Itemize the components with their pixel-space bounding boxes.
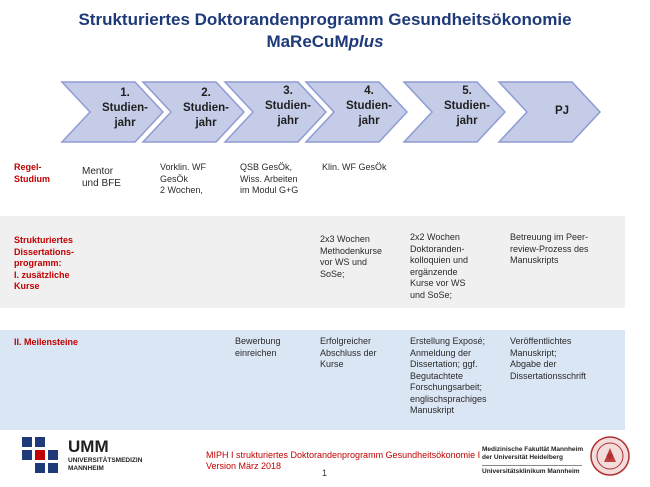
- timeline-arrows: [60, 81, 602, 143]
- page-subtitle: MaReCuMplus: [266, 32, 384, 51]
- arrow-pj: [497, 81, 602, 143]
- arrow-year-1: [60, 81, 165, 143]
- band-meilensteine: [0, 330, 625, 430]
- arrow-label-5: 5.Studien-jahr: [444, 85, 490, 127]
- arrow-year-4: [304, 81, 409, 143]
- arrow-label-pj: PJ: [554, 105, 570, 117]
- arrow-year-3: [223, 81, 328, 143]
- arrow-label-3: 3.Studien-jahr: [265, 85, 311, 127]
- arrow-year-5: [402, 81, 507, 143]
- clinic-label: Universitätsklinikum Mannheim: [482, 468, 580, 475]
- footer-text: MIPH I strukturiertes Doktorandenprogram…: [206, 450, 481, 471]
- cell-regel-klin: Klin. WF GesÖk: [322, 162, 387, 172]
- umm-logo-text: UMM: [68, 437, 109, 456]
- page-number: 1: [322, 468, 328, 478]
- arrow-label-1: 1.Studien-jahr: [102, 87, 148, 129]
- band-kurse: [0, 216, 625, 308]
- university-seal-icon: [590, 436, 630, 476]
- arrow-label-4: 4.Studien-jahr: [346, 85, 392, 127]
- faculty-divider: [482, 465, 582, 466]
- page-title: Strukturiertes Doktorandenprogramm Gesun…: [78, 10, 572, 29]
- umm-logo-icon: [22, 437, 58, 473]
- row-head-regel: Regel-Studium: [14, 162, 50, 184]
- arrow-year-2: [141, 81, 246, 143]
- row-head-meilensteine: II. Meilensteine: [14, 337, 79, 347]
- arrow-label-2: 2.Studien-jahr: [183, 87, 229, 129]
